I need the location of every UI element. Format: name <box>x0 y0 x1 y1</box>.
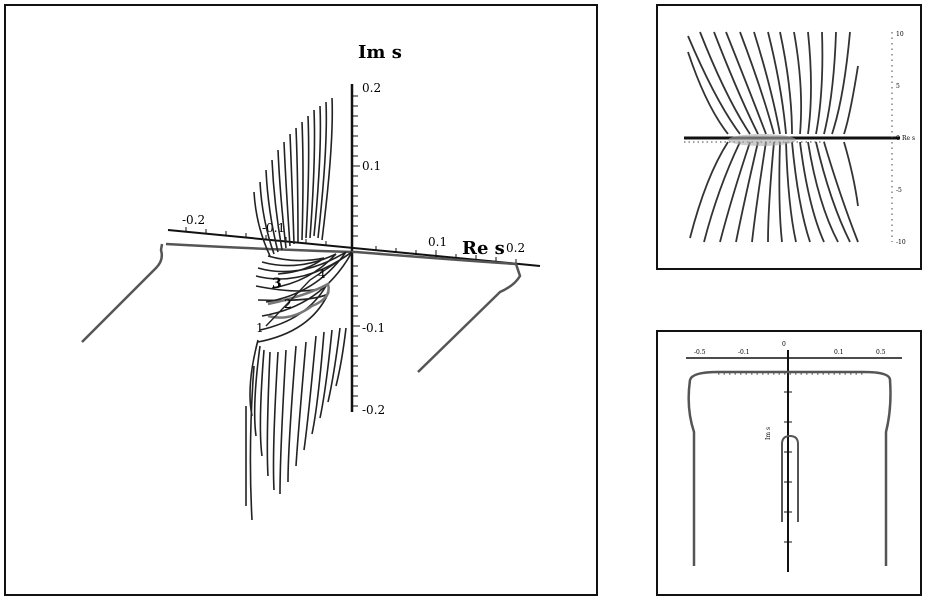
im-tick-label: 0.1 <box>362 159 381 173</box>
top-right-tick-label: 0 <box>896 135 900 142</box>
top-right-tick-label: 5 <box>896 83 900 90</box>
top-axis-label: Re s <box>902 135 915 142</box>
point-label: 3 <box>272 276 282 292</box>
lower-contour-lines <box>245 327 347 521</box>
middle-contour-loops <box>255 251 353 343</box>
re-axis-title: Re s <box>462 238 505 259</box>
re-tick-label: 0.1 <box>428 235 447 249</box>
top-upper-contours <box>687 31 859 135</box>
gray-loop <box>267 282 330 319</box>
cut-line <box>265 251 353 327</box>
main-3d-plot-panel: Im s Re s 0.2 0.1 -0.1 -0.2 -0.2 -0.1 0.… <box>4 4 598 596</box>
im-axis-title: Im s <box>358 42 402 63</box>
re-axis-minor-ticks <box>185 227 517 264</box>
point-label: 1 <box>256 321 264 335</box>
re-tick-label: -0.2 <box>182 213 205 227</box>
re-tick-label: 0.2 <box>506 241 525 255</box>
main-3d-plot: Im s Re s 0.2 0.1 -0.1 -0.2 -0.2 -0.1 0.… <box>81 42 541 521</box>
re-axis <box>167 229 541 267</box>
bottom-inner-loop <box>781 434 799 522</box>
bottom-contour-plot-panel: -0.5 -0.1 0 0.1 0.5 Im s <box>656 330 922 596</box>
im-tick-label: -0.2 <box>362 403 385 417</box>
upper-contour-lines <box>253 97 334 257</box>
point-label: 2 <box>284 297 292 311</box>
top-contour-plot-panel: 10 5 0 -5 -10 Re s <box>656 4 922 270</box>
top-right-tick-label: -10 <box>896 239 906 246</box>
outer-profile-curve <box>81 242 522 373</box>
bottom-top-tick-label: -0.1 <box>738 349 750 356</box>
im-tick-label: 0.2 <box>362 81 381 95</box>
bottom-top-tick-label: -0.5 <box>694 349 706 356</box>
im-tick-label: -0.1 <box>362 321 385 335</box>
point-label: 4 <box>318 267 326 281</box>
bottom-top-tick-label: 0.1 <box>834 349 844 356</box>
bottom-outer-curve <box>687 370 892 566</box>
bottom-axis-ticks <box>784 391 792 543</box>
top-right-tick-label: -5 <box>896 187 902 194</box>
top-lower-contours <box>689 141 859 243</box>
im-axis-minor-ticks <box>352 95 360 407</box>
top-right-tick-label: 10 <box>896 31 904 38</box>
bottom-top-tick-label: 0 <box>782 341 786 348</box>
top-dense-center <box>728 134 796 146</box>
bottom-top-tick-label: 0.5 <box>876 349 886 356</box>
bottom-contour-plot: -0.5 -0.1 0 0.1 0.5 Im s <box>686 341 902 572</box>
bottom-axis-label: Im s <box>765 427 772 440</box>
top-contour-plot: 10 5 0 -5 -10 Re s <box>684 31 915 246</box>
